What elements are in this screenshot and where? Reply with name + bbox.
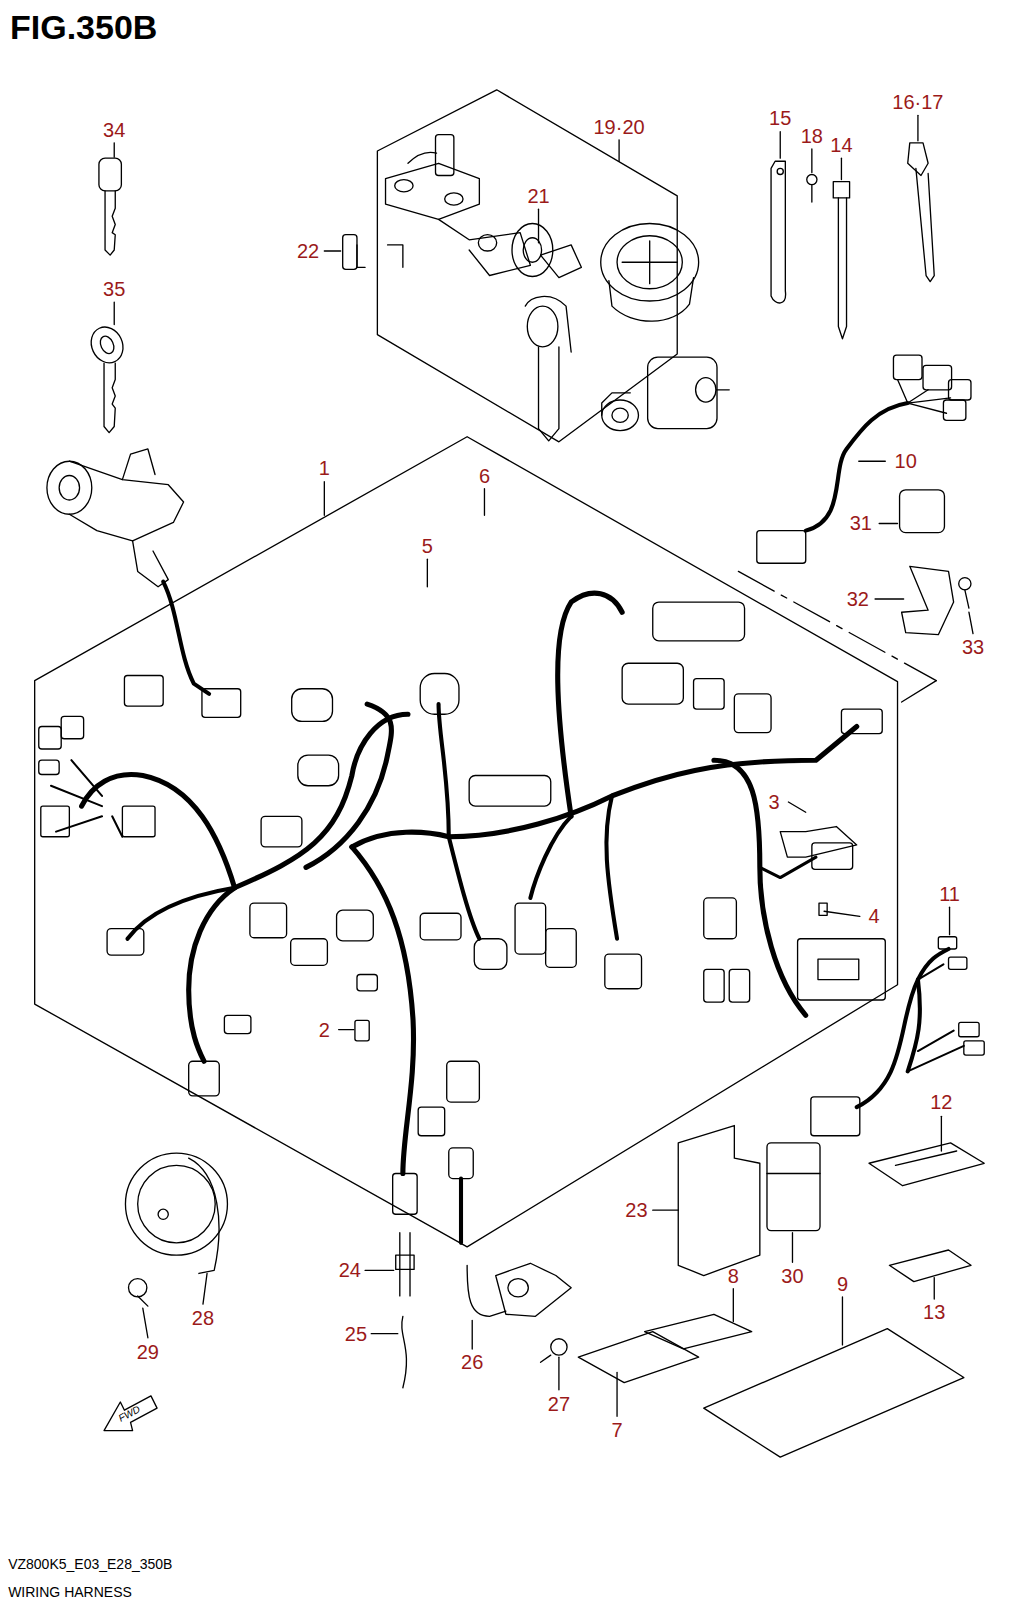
callout-number: 7 xyxy=(611,1420,622,1440)
figure-caption: WIRING HARNESS xyxy=(8,1585,132,1599)
callout-number: 23 xyxy=(625,1200,647,1220)
callout-number: 10 xyxy=(895,451,917,471)
callout-number: 4 xyxy=(869,906,880,926)
callout-number: 35 xyxy=(103,279,125,299)
callout-number: 32 xyxy=(847,589,869,609)
callout-number: 25 xyxy=(345,1324,367,1344)
callout-number: 31 xyxy=(850,513,872,533)
callout-number: 22 xyxy=(297,241,319,261)
callout-number: 15 xyxy=(769,108,791,128)
drawing-code: VZ800K5_E03_E28_350B xyxy=(8,1557,172,1571)
callout-number: 14 xyxy=(830,135,852,155)
callout-number: 9 xyxy=(837,1274,848,1294)
callout-number: 33 xyxy=(962,637,984,657)
callout-number: 12 xyxy=(930,1092,952,1112)
direction-label: FWD xyxy=(117,1405,142,1425)
callout-number: 1 xyxy=(319,458,330,478)
callout-number: 21 xyxy=(527,186,549,206)
callout-number: 5 xyxy=(422,536,433,556)
callout-number: 11 xyxy=(939,884,960,904)
callout-number: 2 xyxy=(319,1020,330,1040)
callout-number: 34 xyxy=(103,120,125,140)
callout-number: 18 xyxy=(801,126,823,146)
callout-number: 27 xyxy=(548,1394,570,1414)
callout-number: 24 xyxy=(339,1260,361,1280)
callout-number: 30 xyxy=(781,1266,803,1286)
callout-number: 28 xyxy=(192,1308,214,1328)
callout-number: 3 xyxy=(769,792,780,812)
callout-number: 29 xyxy=(137,1342,159,1362)
figure-title: FIG.350B xyxy=(10,10,157,44)
callout-number: 16·17 xyxy=(892,92,943,112)
callout-number: 6 xyxy=(479,466,490,486)
callout-number: 13 xyxy=(923,1302,945,1322)
callout-number: 26 xyxy=(461,1352,483,1372)
callout-number: 8 xyxy=(728,1266,739,1286)
callout-number: 19·20 xyxy=(594,117,645,137)
